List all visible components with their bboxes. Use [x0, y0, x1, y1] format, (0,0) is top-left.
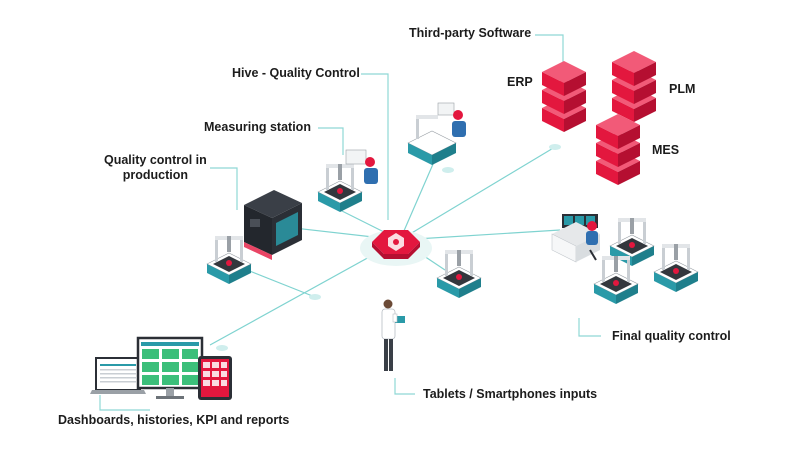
hexagon-hub-icon	[360, 230, 432, 266]
control-room-icon	[551, 214, 600, 263]
connector-line-to-third-party	[399, 146, 556, 241]
label-third-party-software: Third-party Software	[409, 26, 532, 40]
leader-final-qc	[578, 318, 601, 337]
leader-qc-production	[210, 167, 238, 210]
mes-stack-icon	[596, 114, 640, 185]
technician-icon	[381, 299, 405, 371]
label-measuring-station: Measuring station	[204, 120, 311, 134]
label-erp: ERP	[507, 75, 533, 89]
leader-measuring	[318, 127, 344, 155]
junction-dot	[442, 167, 454, 173]
leader-dashboards	[99, 395, 150, 411]
label-plm: PLM	[669, 82, 696, 96]
plm-stack-icon	[612, 51, 656, 122]
leader-hive	[361, 73, 389, 220]
leader-tablets	[394, 378, 415, 395]
dashboard-devices-icon	[90, 336, 232, 400]
cmm-machine-icon	[436, 249, 482, 299]
leader-lines	[99, 34, 601, 411]
label-dashboards-histories-kpi: Dashboards, histories, KPI and reports	[58, 413, 290, 427]
junction-dot	[216, 345, 228, 351]
junction-dot	[549, 144, 561, 150]
label-final-quality-control: Final quality control	[612, 329, 731, 343]
measuring-station-icon	[317, 149, 378, 213]
label-tablets-smartphones-inputs: Tablets / Smartphones inputs	[423, 387, 598, 401]
leader-third-party	[535, 34, 564, 62]
label-quality-control-in-production: Quality control in production	[104, 153, 207, 182]
connector-line-to-final-qc	[399, 229, 561, 241]
cmm-machine-icon	[653, 243, 699, 293]
junction-dot	[309, 294, 321, 300]
production-machine-icon	[244, 190, 302, 260]
junction-dots	[216, 144, 561, 351]
label-hive-quality-control: Hive - Quality Control	[232, 66, 360, 80]
operator-desk-icon	[407, 102, 466, 165]
erp-stack-icon	[542, 61, 586, 132]
label-mes: MES	[652, 143, 680, 157]
